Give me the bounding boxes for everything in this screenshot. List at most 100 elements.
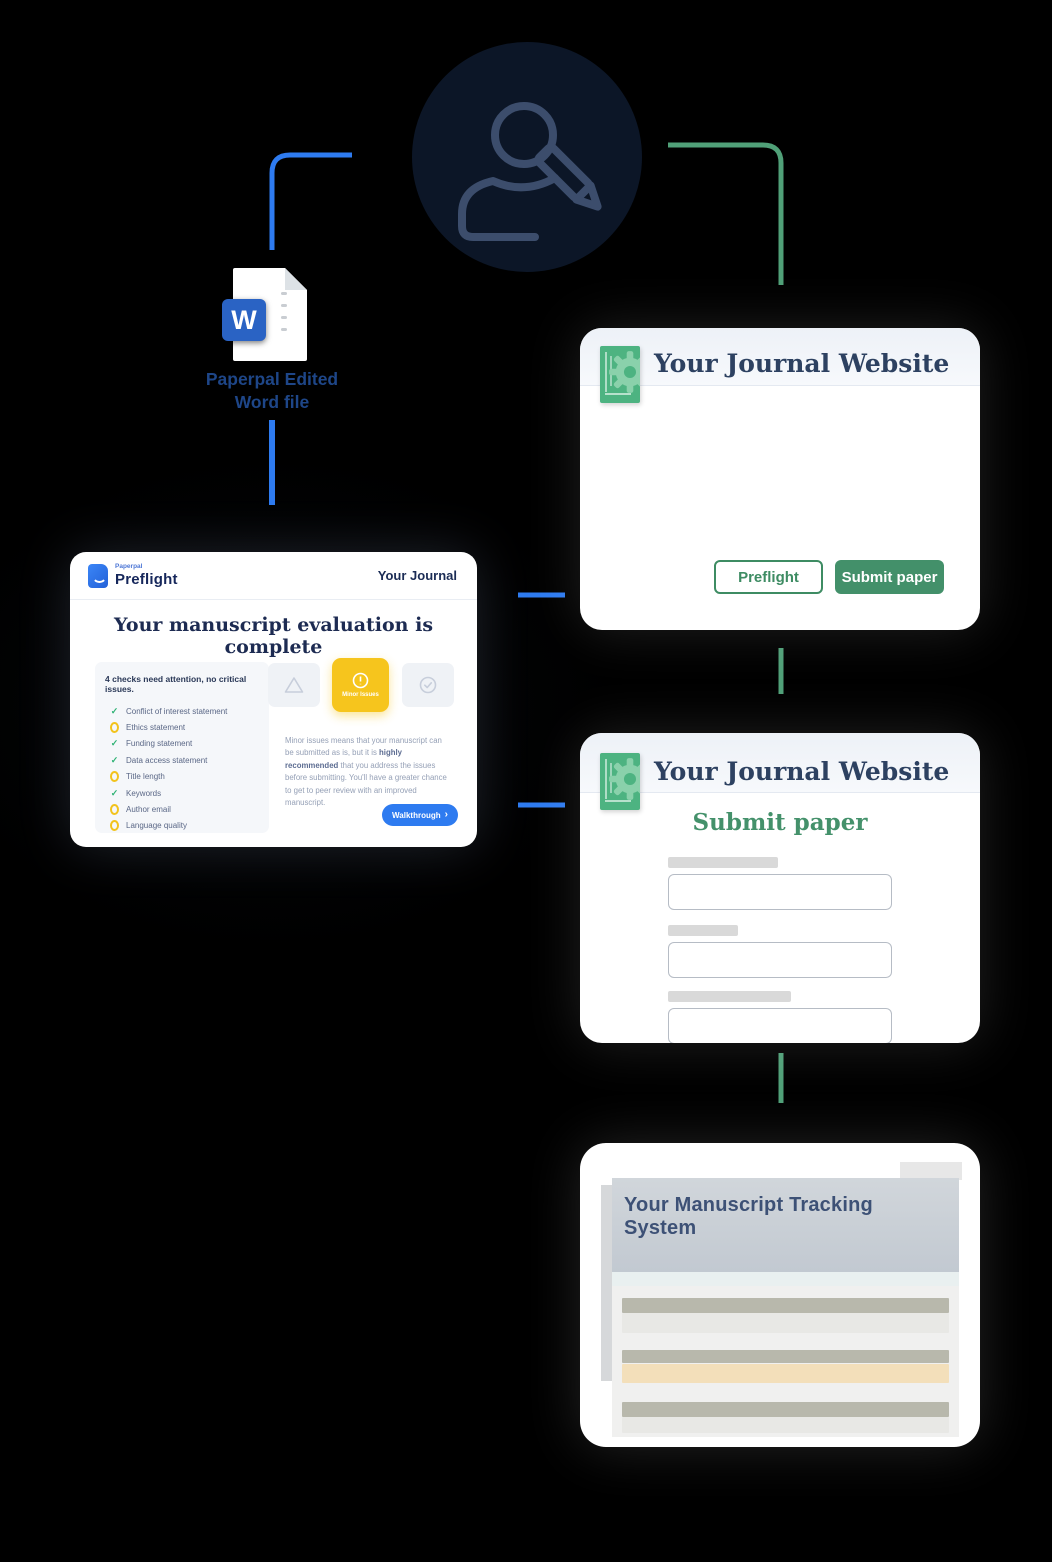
table-row: [622, 1350, 949, 1363]
journal-website-title: Your Journal Website: [654, 757, 950, 786]
chevron-right-icon: ›: [444, 809, 448, 820]
document-line: [281, 304, 287, 307]
warning-triangle-icon: [284, 677, 304, 693]
status-icon: [110, 789, 119, 798]
arrowhead: [766, 1101, 796, 1131]
journal-header-band: [580, 733, 980, 793]
table-row: [622, 1313, 949, 1333]
form-input[interactable]: [668, 1008, 892, 1043]
author-node: [412, 42, 642, 272]
journal-name-label: Your Journal: [377, 568, 457, 583]
tracking-header: Your Manuscript Tracking System: [612, 1178, 959, 1272]
tracking-system-title: Your Manuscript Tracking System: [624, 1194, 873, 1239]
preflight-report-card: Paperpal Preflight Your Journal Your man…: [70, 552, 477, 847]
submit-paper-button[interactable]: Submit paper: [835, 560, 944, 594]
cover-bottom-strip: [605, 800, 631, 802]
table-row: [622, 1298, 949, 1313]
check-item: Title length: [105, 769, 259, 785]
form-label-placeholder: [668, 857, 778, 868]
journal-cover-icon: [600, 753, 640, 810]
checks-list: Conflict of interest statement Ethics st…: [105, 703, 259, 833]
arrowhead: [766, 284, 796, 313]
background-page-edge: [601, 1185, 613, 1381]
document-fold-corner: [285, 268, 307, 290]
gear-icon: [609, 758, 640, 800]
status-icon: [110, 723, 119, 732]
arrowhead: [766, 692, 796, 720]
background-tab: [900, 1162, 962, 1180]
journal-header-band: [580, 328, 980, 386]
checks-panel: 4 checks need attention, no critical iss…: [95, 662, 269, 833]
tracking-table: [612, 1286, 959, 1437]
check-item: Data access statement: [105, 752, 259, 768]
cover-spine-line: [605, 759, 607, 799]
check-item-label: Author email: [126, 805, 171, 815]
form-input[interactable]: [668, 942, 892, 978]
table-row: [622, 1417, 949, 1433]
arrowhead: [352, 140, 383, 170]
table-row: [622, 1402, 949, 1417]
cover-spine-line: [605, 352, 607, 392]
minor-issues-label: Minor Issues: [342, 692, 379, 698]
check-item: Author email: [105, 801, 259, 817]
word-file-label-line1: Paperpal Edited: [205, 369, 339, 389]
document-line: [281, 316, 287, 319]
form-label-placeholder: [668, 991, 791, 1002]
critical-issues-tile: [268, 663, 320, 707]
walkthrough-button[interactable]: Walkthrough ›: [382, 804, 458, 826]
journal-cover-icon: [600, 346, 640, 403]
status-icon: [110, 772, 119, 781]
minor-issues-tile: Minor Issues: [332, 658, 389, 712]
check-item: Conflict of interest statement: [105, 703, 259, 719]
arrow-author-to-journal: [668, 142, 784, 285]
form-input[interactable]: [668, 874, 892, 910]
check-item-label: Data access statement: [126, 755, 208, 765]
toolbar-strip: [612, 1272, 959, 1286]
gear-icon: [609, 351, 640, 393]
status-icon: [110, 805, 119, 814]
no-issues-tile: [402, 663, 454, 707]
form-label-placeholder: [668, 925, 738, 936]
check-item-label: Funding statement: [126, 739, 193, 749]
check-circle-icon: [419, 676, 437, 694]
word-file-label: Paperpal Edited Word file: [152, 368, 392, 414]
status-icon: [110, 707, 119, 716]
status-icon: [110, 821, 119, 830]
word-file: W: [222, 268, 312, 364]
exclamation-circle-icon: [352, 672, 369, 689]
status-icon: [110, 756, 119, 765]
check-item: Ethics statement: [105, 719, 259, 735]
check-item: Funding statement: [105, 736, 259, 752]
description-text: Minor issues means that your manuscript …: [285, 736, 442, 758]
journal-submit-card: Your Journal Website Submit paper: [580, 733, 980, 1043]
check-item: Keywords: [105, 785, 259, 801]
tracking-system-card: Your Manuscript Tracking System: [580, 1143, 980, 1447]
check-item-label: Ethics statement: [126, 723, 186, 733]
paperpal-logo-icon: [88, 563, 108, 588]
check-item: Language quality: [105, 818, 259, 833]
word-file-label-line2: Word file: [234, 391, 310, 412]
word-logo-badge: W: [222, 299, 266, 341]
arrow-wordfile-to-author: [269, 152, 352, 250]
status-icon: [110, 739, 119, 748]
document-line: [281, 292, 287, 295]
brand-paperpal-label: Paperpal: [115, 562, 143, 570]
check-item-label: Keywords: [126, 788, 162, 798]
walkthrough-label: Walkthrough: [392, 810, 441, 820]
cover-bottom-strip: [605, 393, 631, 395]
evaluation-title: Your manuscript evaluation is complete: [113, 614, 434, 658]
journal-website-card: Your Journal Website Preflight Submit pa…: [580, 328, 980, 630]
person-edit-icon: [458, 102, 602, 241]
preflight-button[interactable]: Preflight: [714, 560, 823, 594]
description-bold: highly recommended: [285, 748, 403, 770]
submit-paper-heading: Submit paper: [692, 809, 868, 836]
description-text: that you address the issues before submi…: [285, 760, 447, 808]
journal-website-title: Your Journal Website: [654, 349, 950, 378]
arrowhead: [490, 582, 521, 608]
checks-summary: 4 checks need attention, no critical iss…: [105, 674, 247, 694]
check-item-label: Conflict of interest statement: [126, 706, 228, 716]
check-item-label: Language quality: [126, 821, 187, 831]
check-item-label: Title length: [126, 772, 165, 782]
arrowhead: [490, 792, 521, 818]
